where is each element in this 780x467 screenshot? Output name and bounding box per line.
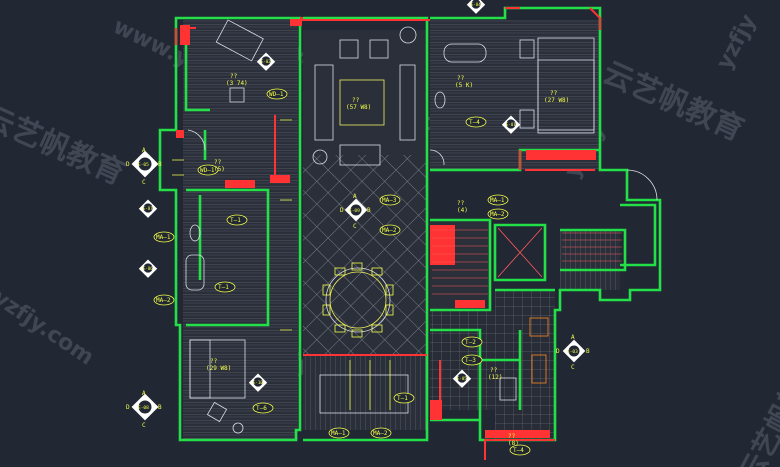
- marker-3-id: E-09: [349, 208, 360, 214]
- room-bed-b-name: ??: [210, 358, 218, 365]
- room-bed-a-name: ??: [230, 73, 238, 80]
- room-bed-c-code: (27 W8): [544, 97, 569, 104]
- marker-1-c: C: [142, 179, 146, 186]
- room-service-name: ??: [508, 433, 516, 440]
- tag-ma1-bottom: MA—1: [331, 430, 346, 437]
- marker-1-a: A: [142, 147, 146, 154]
- room-wc-a-name: ??: [457, 75, 465, 82]
- room-wc-a-code: (5 K): [455, 82, 473, 89]
- tag-ma2-bottom: MA—2: [373, 430, 388, 437]
- section-2: E-02: [261, 59, 271, 64]
- room-hall-code: (4): [457, 207, 468, 214]
- section-5: E-05: [457, 376, 467, 381]
- marker-2-c: C: [142, 422, 146, 429]
- room-bath-b-name: ??: [214, 159, 222, 166]
- tag-ma2: MA—2: [382, 227, 397, 234]
- tag-ma1-a: MA—1: [490, 197, 505, 204]
- tag-ma3: MA—3: [382, 197, 397, 204]
- tag-t4: T—4: [469, 119, 480, 126]
- room-kitchen-code: (12): [488, 374, 502, 381]
- marker-4-a: A: [571, 334, 575, 341]
- marker-3-a: A: [353, 193, 357, 200]
- tag-t1-a: T—1: [230, 217, 241, 224]
- elevation-marker-right[interactable]: [562, 339, 586, 363]
- marker-2-b: B: [158, 404, 162, 411]
- marker-4-b: B: [586, 348, 590, 355]
- tag-t2: T—2: [465, 339, 476, 346]
- marker-2-d: D: [126, 404, 130, 411]
- marker-3-b: B: [367, 207, 371, 214]
- tag-t6: T—6: [256, 405, 267, 412]
- marker-3-c: C: [353, 223, 357, 230]
- marker-1-b: B: [158, 161, 162, 168]
- marker-4-c: C: [571, 364, 575, 371]
- marker-3-d: D: [340, 207, 344, 214]
- tag-wd-2: WD—1: [269, 91, 284, 98]
- elevation-marker-left-2[interactable]: [131, 393, 159, 421]
- section-3: E-04: [471, 2, 481, 7]
- room-bed-c-name: ??: [550, 90, 558, 97]
- marker-1-d: D: [126, 161, 130, 168]
- marker-1-id: E-05: [138, 162, 149, 168]
- room-bed-a-code: (3 74): [226, 80, 248, 87]
- elevation-marker-left-1[interactable]: [131, 150, 159, 178]
- section-0: E-07: [143, 206, 153, 211]
- tag-t1-b: T—1: [218, 284, 229, 291]
- marker-4-id: E-03: [567, 349, 578, 355]
- marker-4-d: D: [556, 348, 560, 355]
- section-6: E-10: [253, 380, 263, 385]
- room-kitchen-name: ??: [490, 367, 498, 374]
- floor-tile-hall: [303, 155, 427, 355]
- marker-2-a: A: [142, 390, 146, 397]
- tag-t4-bottom: T—4: [513, 447, 524, 454]
- tag-t3: T—3: [465, 357, 476, 364]
- tag-ma1-left: MA—1: [156, 234, 171, 241]
- section-4: E-01: [506, 122, 516, 127]
- room-hall-name: ??: [457, 200, 465, 207]
- tag-wd-1: WD—1: [200, 167, 215, 174]
- section-1: E-06: [143, 266, 153, 271]
- room-bath-b-code: (5): [214, 166, 225, 173]
- tag-t5: T—1: [397, 395, 408, 402]
- room-living-name: ??: [352, 97, 360, 104]
- room-bed-b-code: (29 W8): [206, 365, 231, 372]
- marker-2-id: E-08: [138, 405, 149, 411]
- tag-ma2-b: MA—2: [490, 211, 505, 218]
- tag-ma2-left: MA—2: [156, 297, 171, 304]
- room-living-code: (57 W8): [346, 104, 371, 111]
- room-service-code: (8): [508, 440, 519, 447]
